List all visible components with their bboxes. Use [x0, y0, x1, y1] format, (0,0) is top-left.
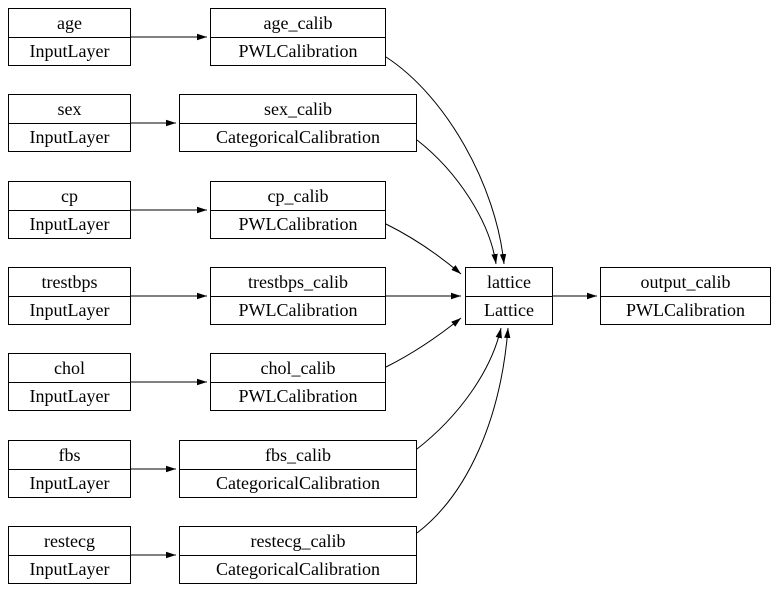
node-cp_calib-title: cp_calib [211, 182, 385, 211]
node-lattice-type: Lattice [484, 300, 534, 321]
node-age-title: age [9, 9, 130, 38]
node-sex_calib-title: sex_calib [180, 95, 416, 124]
node-fbs-title: fbs [9, 441, 130, 470]
node-age_calib-title: age_calib [211, 9, 385, 38]
node-cp-title: cp [9, 182, 130, 211]
node-chol: chol InputLayer [8, 353, 131, 411]
node-trestbps_calib-title: trestbps_calib [211, 268, 385, 297]
node-restecg_calib-type: CategoricalCalibration [216, 559, 380, 580]
node-output_calib-title: output_calib [601, 268, 770, 297]
node-restecg: restecg InputLayer [8, 526, 131, 584]
node-fbs_calib-type: CategoricalCalibration [216, 473, 380, 494]
node-trestbps-title: trestbps [9, 268, 130, 297]
node-cp_calib: cp_calib PWLCalibration [210, 181, 386, 239]
node-restecg_calib-title: restecg_calib [180, 527, 416, 556]
node-fbs_calib-title: fbs_calib [180, 441, 416, 470]
node-lattice-title: lattice [466, 268, 552, 297]
node-lattice: lattice Lattice [465, 267, 553, 325]
node-sex-title: sex [9, 95, 130, 124]
edge-age_calib-lattice [385, 56, 507, 265]
node-chol-title: chol [9, 354, 130, 383]
node-trestbps_calib-type: PWLCalibration [238, 300, 358, 321]
node-trestbps-type: InputLayer [29, 300, 110, 321]
node-sex_calib-type: CategoricalCalibration [216, 127, 380, 148]
edge-chol_calib-lattice [385, 317, 462, 368]
node-fbs: fbs InputLayer [8, 440, 131, 498]
node-cp_calib-type: PWLCalibration [238, 214, 358, 235]
edge-sex_calib-lattice [416, 139, 498, 265]
edge-fbs_calib-lattice [416, 327, 502, 450]
node-chol_calib: chol_calib PWLCalibration [210, 353, 386, 411]
node-chol_calib-title: chol_calib [211, 354, 385, 383]
node-fbs_calib: fbs_calib CategoricalCalibration [179, 440, 417, 498]
node-output_calib: output_calib PWLCalibration [600, 267, 771, 325]
node-sex: sex InputLayer [8, 94, 131, 152]
node-output_calib-type: PWLCalibration [626, 300, 745, 321]
node-restecg-type: InputLayer [29, 559, 110, 580]
node-cp: cp InputLayer [8, 181, 131, 239]
node-age: age InputLayer [8, 8, 131, 66]
node-sex-type: InputLayer [29, 127, 110, 148]
node-age_calib-type: PWLCalibration [238, 41, 358, 62]
node-trestbps_calib: trestbps_calib PWLCalibration [210, 267, 386, 325]
node-trestbps: trestbps InputLayer [8, 267, 131, 325]
edge-cp_calib-lattice [385, 223, 462, 275]
node-fbs-type: InputLayer [29, 473, 110, 494]
node-age_calib: age_calib PWLCalibration [210, 8, 386, 66]
node-chol_calib-type: PWLCalibration [238, 386, 358, 407]
edge-restecg_calib-lattice [416, 327, 511, 534]
node-sex_calib: sex_calib CategoricalCalibration [179, 94, 417, 152]
node-cp-type: InputLayer [29, 214, 110, 235]
node-age-type: InputLayer [29, 41, 110, 62]
node-restecg-title: restecg [9, 527, 130, 556]
node-chol-type: InputLayer [29, 386, 110, 407]
node-restecg_calib: restecg_calib CategoricalCalibration [179, 526, 417, 584]
